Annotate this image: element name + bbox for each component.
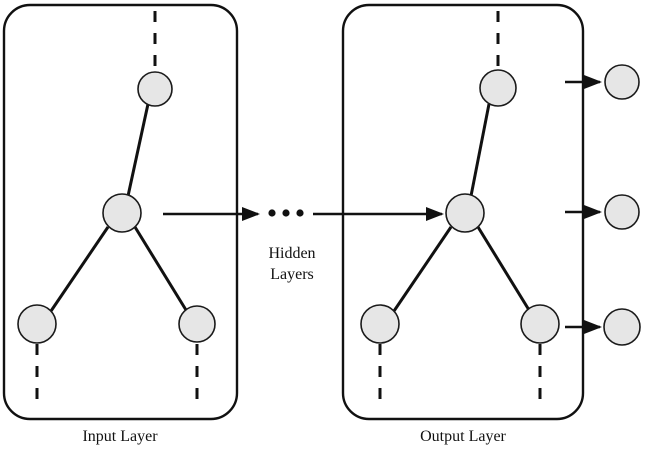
output-edge-top-to-middle xyxy=(469,103,491,197)
output-edge-middle-to-bottom-right xyxy=(476,226,531,311)
input-layer-group xyxy=(2,3,239,421)
result-arrows-group xyxy=(565,74,603,335)
hidden-layers-ellipsis-icon xyxy=(268,209,304,217)
input-layer-label: Input Layer xyxy=(82,428,158,445)
input-edge-middle-to-bottom-right xyxy=(133,226,188,311)
result-nodes-group xyxy=(603,64,641,346)
input-node-middle[interactable] xyxy=(102,193,142,233)
hidden-layers-label-line1: Hidden xyxy=(268,245,316,262)
result-node-2[interactable] xyxy=(604,194,640,230)
input-edge-top-to-middle xyxy=(126,103,150,197)
hidden-layers-label: Hidden Layers xyxy=(240,243,344,285)
result-node-3[interactable] xyxy=(603,308,641,346)
output-node-bottom-left[interactable] xyxy=(360,304,400,344)
input-node-bottom-right[interactable] xyxy=(178,305,216,343)
input-node-top[interactable] xyxy=(137,71,173,107)
output-edge-middle-to-bottom-left xyxy=(392,226,453,312)
input-layer-box xyxy=(2,3,239,421)
input-edge-middle-to-bottom-left xyxy=(49,226,110,312)
output-node-top[interactable] xyxy=(479,69,517,107)
output-node-middle[interactable] xyxy=(445,193,485,233)
input-node-bottom-left[interactable] xyxy=(17,304,57,344)
output-node-bottom-right[interactable] xyxy=(520,304,560,344)
output-layer-group xyxy=(341,3,585,421)
hidden-layers-label-line2: Layers xyxy=(270,266,314,283)
output-layer-label: Output Layer xyxy=(420,428,506,445)
result-node-1[interactable] xyxy=(604,64,640,100)
